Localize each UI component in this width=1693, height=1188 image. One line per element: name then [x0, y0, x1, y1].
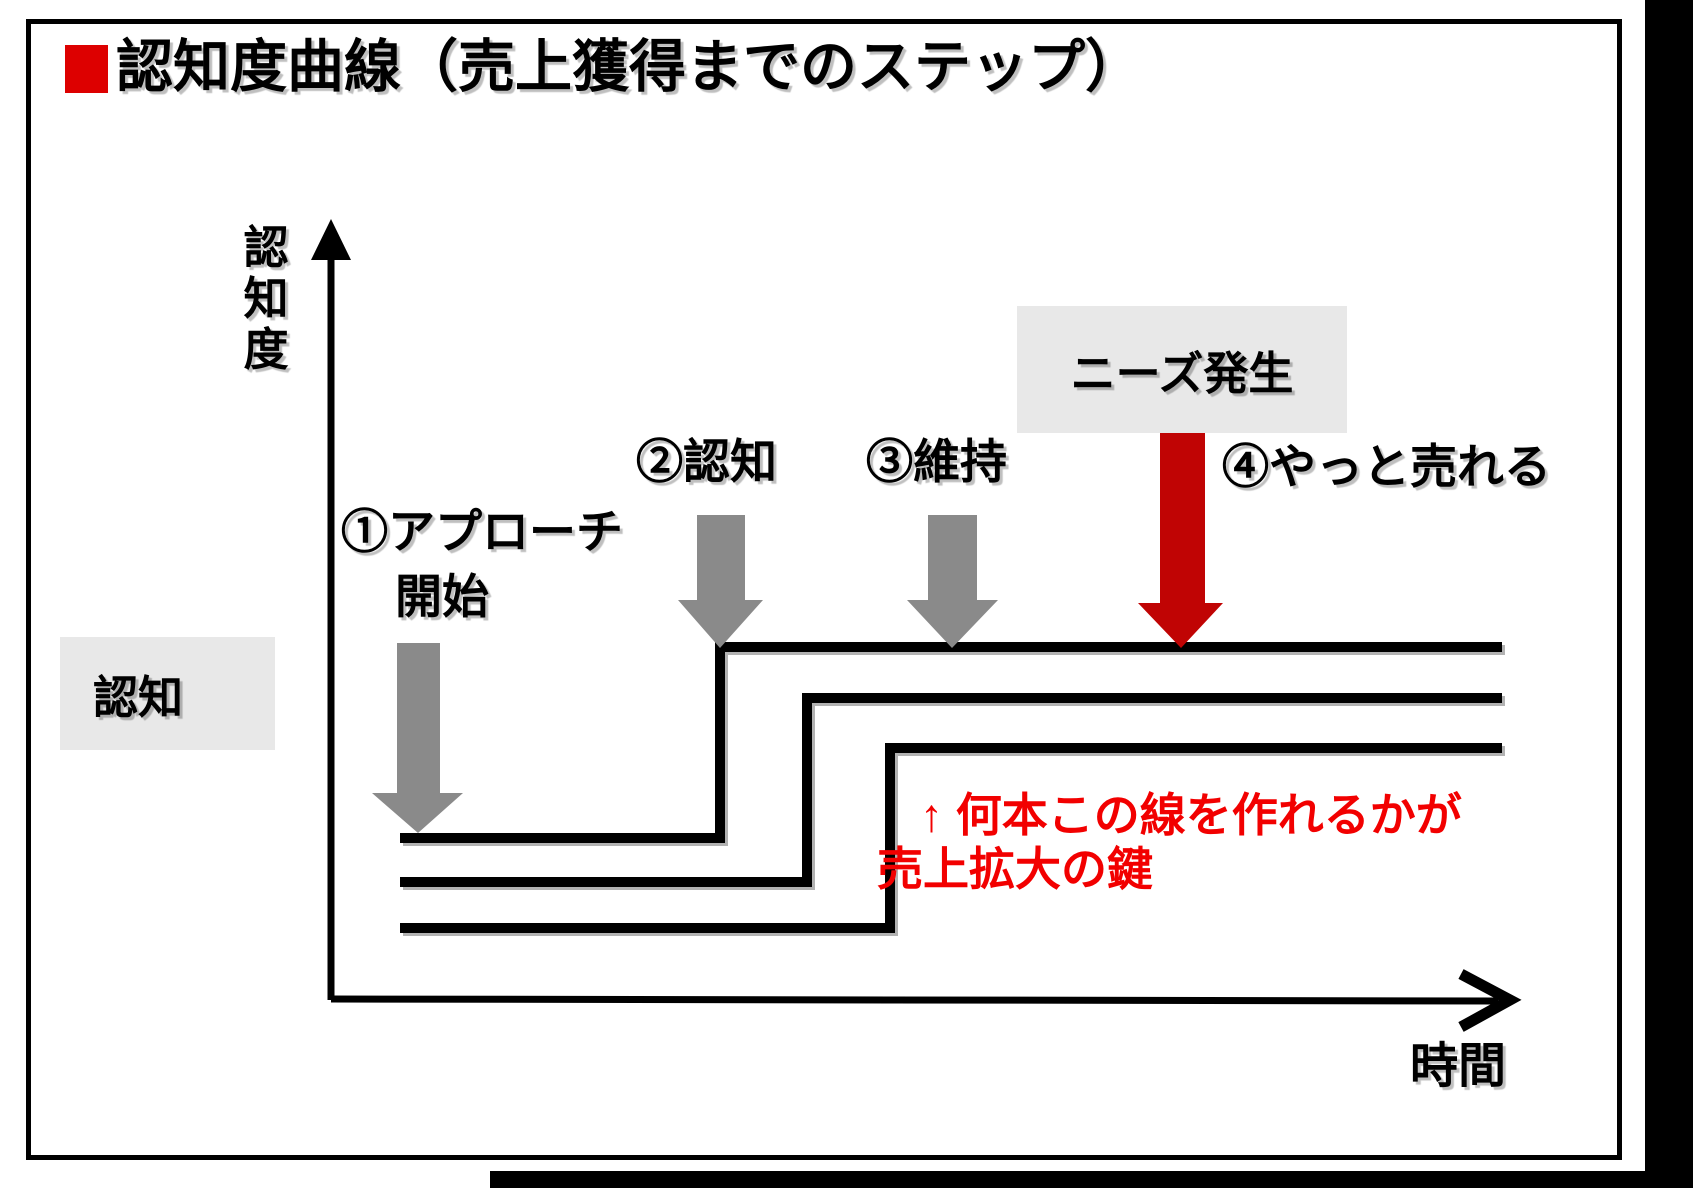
slide-title: 認知度曲線（売上獲得までのステップ） [116, 35, 1142, 99]
step3-down-arrow-icon [907, 515, 998, 648]
awareness-curve-1 [400, 642, 1502, 843]
title-bullet-square-icon [65, 45, 108, 93]
annotation-line2: 売上拡大の鍵 [877, 843, 1153, 895]
awareness-curve-3 [400, 743, 1502, 933]
x-axis-label: 時間 [1410, 1040, 1507, 1093]
y-axis-label: 認知度 [243, 222, 289, 375]
awareness-curves [400, 642, 1502, 933]
step1-label-line1: ①アプローチ [341, 505, 623, 558]
needs-box-label: ニーズ発生 [1070, 348, 1294, 399]
step1-label-line2: 開始 [395, 570, 489, 623]
background-band-bottom [490, 1171, 1693, 1188]
slide-border-frame [26, 19, 1622, 1160]
y-axis-arrowhead-icon [311, 219, 351, 260]
step-arrows [372, 433, 1223, 833]
background-band-right [1645, 0, 1693, 1188]
awareness-box-label: 認知 [93, 672, 184, 723]
needs-box: ニーズ発生 [1017, 306, 1347, 433]
step1-down-arrow-icon [372, 643, 463, 833]
step2-label: ②認知 [636, 435, 777, 488]
x-axis-line [330, 995, 1499, 1005]
step4-label: ④やっと売れる [1222, 440, 1551, 493]
axes [311, 219, 1522, 1032]
step3-label: ③維持 [866, 435, 1007, 488]
step2-down-arrow-icon [678, 515, 763, 648]
x-axis-arrowhead-icon [1458, 969, 1522, 1032]
awareness-box: 認知 [60, 637, 275, 750]
annotation-line1: ↑ 何本この線を作れるかが [920, 789, 1462, 841]
awareness-curve-2 [400, 693, 1502, 887]
needs-red-down-arrow-icon [1138, 433, 1223, 648]
